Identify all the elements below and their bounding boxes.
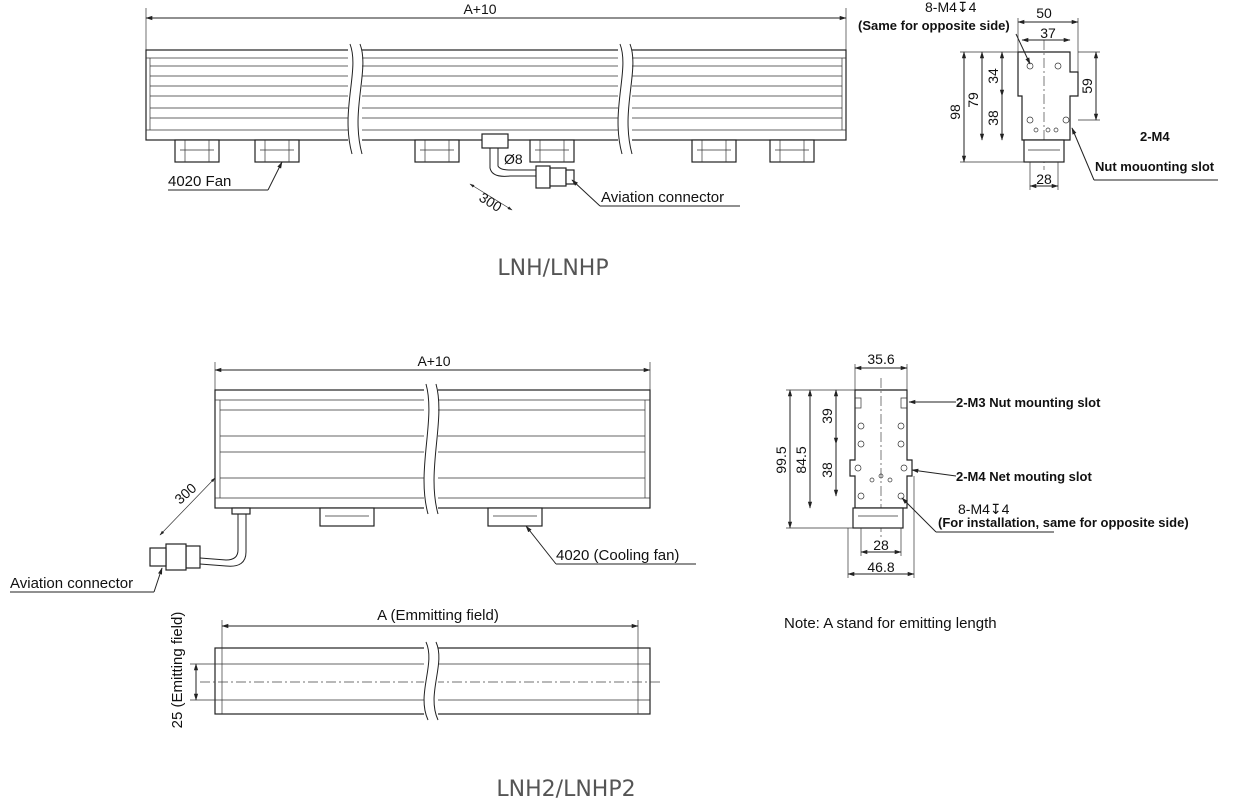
top-height-38: 38 bbox=[985, 110, 1001, 126]
bottom-height-38: 38 bbox=[819, 462, 835, 478]
bottom-screw-label: 8-M4↧4 bbox=[958, 501, 1010, 517]
fan-icon bbox=[691, 139, 737, 163]
diameter-label: Ø8 bbox=[504, 151, 523, 167]
top-side-view: 50 37 98 79 34 38 59 28 8-M4↧4 (Same for… bbox=[858, 0, 1218, 190]
top-caption: LNH/LNHP bbox=[497, 256, 608, 281]
top-height-34: 34 bbox=[985, 68, 1001, 84]
fan-icon bbox=[769, 139, 815, 163]
top-screw-note: (Same for opposite side) bbox=[858, 18, 1010, 33]
fan-icon bbox=[529, 139, 575, 163]
bottom-front-view: A+10 300 Aviat bbox=[10, 353, 696, 593]
bottom-caption: LNH2/LNHP2 bbox=[496, 777, 635, 802]
fan-icon bbox=[174, 139, 220, 163]
aviation-connector-icon bbox=[149, 543, 201, 571]
cable-gland bbox=[481, 133, 509, 149]
emit-field-label: A (Emmitting field) bbox=[377, 607, 499, 624]
top-width-outer: 50 bbox=[1036, 5, 1052, 21]
fan-icon bbox=[319, 507, 375, 527]
m4-slot-label: 2-M4 Net mouting slot bbox=[956, 469, 1092, 484]
top-screw-label: 8-M4↧4 bbox=[925, 0, 977, 15]
top-width-bottom: 28 bbox=[1036, 171, 1052, 187]
fan-icon bbox=[414, 139, 460, 163]
fan-icon bbox=[254, 139, 300, 163]
bottom-width-28: 28 bbox=[873, 537, 889, 553]
top-height-total: 98 bbox=[947, 104, 963, 120]
top-height-59: 59 bbox=[1079, 78, 1095, 94]
bottom-height-845: 84.5 bbox=[793, 446, 809, 473]
top-front-view: A+10 bbox=[145, 1, 847, 281]
fan-icon bbox=[487, 507, 543, 527]
bottom-width-top: 35.6 bbox=[867, 351, 894, 367]
bottom-height-39: 39 bbox=[819, 408, 835, 424]
top-connector-label: Aviation connector bbox=[601, 189, 724, 206]
bottom-cable-length: 300 bbox=[171, 480, 199, 508]
bottom-fan-label: 4020 (Cooling fan) bbox=[556, 547, 679, 564]
emit-width-label: 25 (Emitting field) bbox=[169, 612, 186, 729]
top-slot-label: 2-M4 bbox=[1140, 129, 1170, 144]
bottom-screw-note: (For installation, same for opposite sid… bbox=[938, 515, 1189, 530]
top-fan-label: 4020 Fan bbox=[168, 173, 231, 190]
top-width-inner: 37 bbox=[1040, 25, 1056, 41]
bottom-connector-label: Aviation connector bbox=[10, 575, 133, 592]
bottom-height-total: 99.5 bbox=[773, 446, 789, 473]
bottom-width-468: 46.8 bbox=[867, 559, 894, 575]
emitting-face-view: A (Emmitting field) 25 (Emitting field) … bbox=[169, 607, 660, 802]
top-height-79: 79 bbox=[965, 92, 981, 108]
aviation-connector-icon bbox=[535, 165, 575, 189]
top-length-dim: A+10 bbox=[463, 1, 496, 17]
bottom-side-view: 35.6 99.5 84.5 39 38 28 46.8 2-M3 Nut mo… bbox=[773, 351, 1189, 632]
top-slot-note: Nut mouonting slot bbox=[1095, 159, 1215, 174]
bottom-length-dim: A+10 bbox=[417, 353, 450, 369]
m3-slot-label: 2-M3 Nut mounting slot bbox=[956, 395, 1101, 410]
top-cable-length: 300 bbox=[476, 189, 504, 215]
note-text: Note: A stand for emitting length bbox=[784, 615, 997, 632]
